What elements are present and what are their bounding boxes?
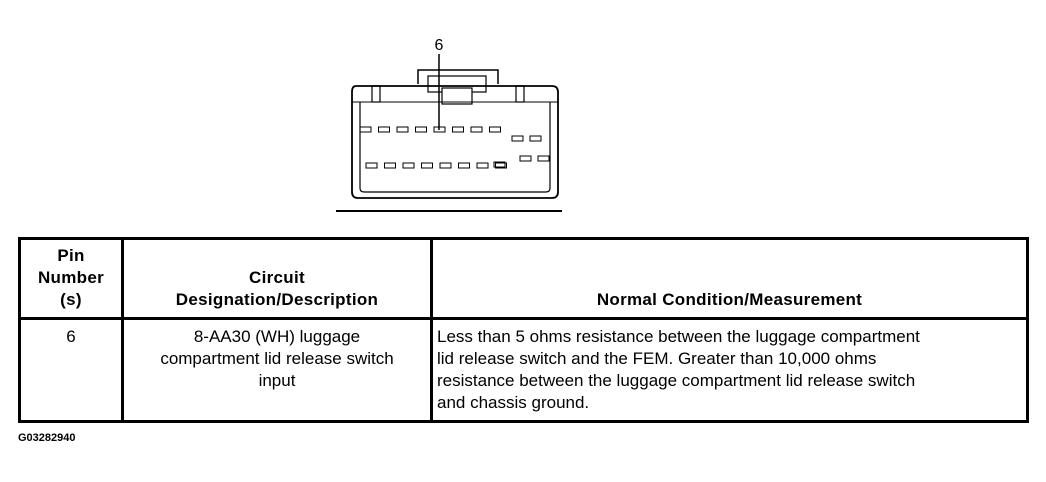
pin-row-upper <box>359 126 501 133</box>
measurement-cell: Less than 5 ohms resistance between the … <box>430 317 1029 423</box>
pin-side-cavities <box>493 135 550 168</box>
pin-cavity <box>359 126 372 133</box>
pin-cavity <box>458 162 470 169</box>
pin-cavity <box>452 126 464 133</box>
pin-number-header: Pin Number (s) <box>18 237 124 320</box>
pin-cavity <box>396 126 409 133</box>
pin-cavity <box>439 162 452 169</box>
pin-cavity <box>489 126 501 133</box>
pin-cavity <box>537 155 550 162</box>
circuit-cell: 8-AA30 (WH) luggage compartment lid rele… <box>121 317 433 423</box>
connector-right-latch <box>515 85 525 103</box>
pin-cavity <box>529 135 542 142</box>
pin-cavity <box>470 126 483 133</box>
pin-cavity <box>421 162 433 169</box>
pin-cavity <box>433 126 446 133</box>
pin-row-lower <box>365 162 507 169</box>
pin-cavity <box>519 155 532 162</box>
pin-cavity <box>495 162 507 169</box>
measurement-header: Normal Condition/Measurement <box>430 237 1029 320</box>
connector-inner-body <box>359 102 551 193</box>
table-row: 6 8-AA30 (WH) luggage compartment lid re… <box>18 317 1029 423</box>
pin-cavity <box>365 162 378 169</box>
table-header-row: Pin Number (s) Circuit Designation/Descr… <box>18 237 1029 320</box>
pin-cavity <box>493 161 506 168</box>
pin-cavity <box>511 135 524 142</box>
pin-cavity <box>415 126 427 133</box>
pin-callout-label: 6 <box>435 37 444 54</box>
connector-lock-slot <box>441 87 473 105</box>
connector-body <box>351 85 559 199</box>
connector-left-latch <box>371 85 381 103</box>
connector-diagram: 6 <box>351 37 559 199</box>
pin-cavity <box>476 162 489 169</box>
connector-lock-tab <box>417 69 499 84</box>
connector-baseline <box>336 210 562 212</box>
circuit-header: Circuit Designation/Description <box>121 237 433 320</box>
pin-table: Pin Number (s) Circuit Designation/Descr… <box>18 237 1029 423</box>
pin-number-cell: 6 <box>18 317 124 423</box>
pin-cavity <box>402 162 415 169</box>
figure-id: G03282940 <box>18 432 76 444</box>
pin-cavity <box>378 126 390 133</box>
pin-cavity <box>384 162 396 169</box>
